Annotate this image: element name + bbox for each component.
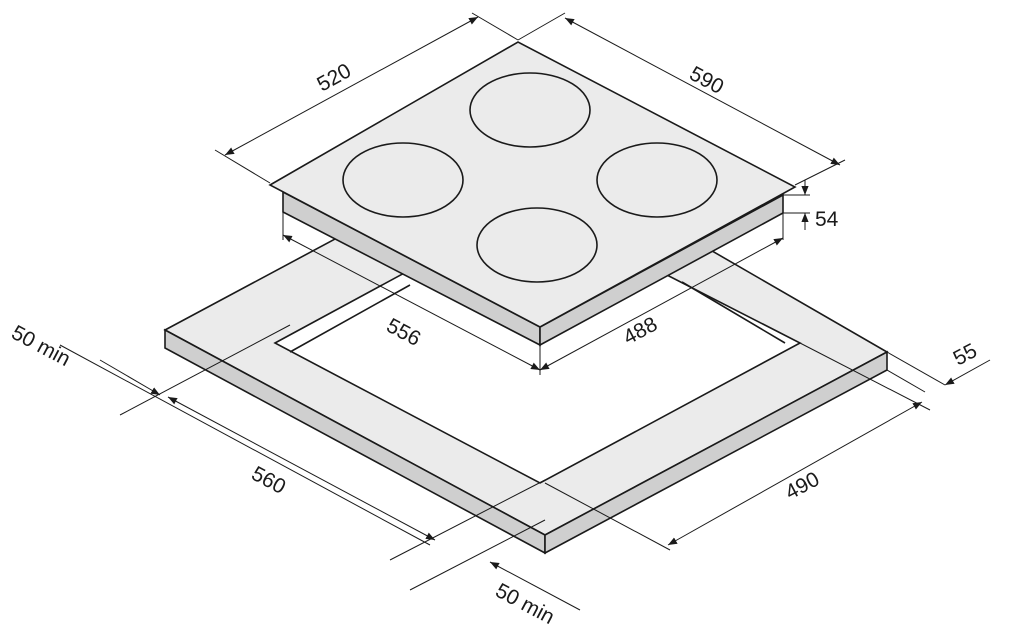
label-560: 560 bbox=[248, 462, 290, 499]
label-50-min-left: 50 min bbox=[8, 321, 74, 371]
label-556: 556 bbox=[383, 314, 425, 351]
dimension-lines bbox=[59, 12, 991, 611]
label-55: 55 bbox=[950, 339, 981, 370]
label-54: 54 bbox=[815, 208, 839, 231]
label-488: 488 bbox=[620, 313, 662, 350]
label-590: 590 bbox=[686, 62, 728, 99]
label-520: 520 bbox=[313, 59, 355, 96]
label-50-min-front: 50 min bbox=[492, 579, 558, 629]
label-490: 490 bbox=[782, 468, 824, 505]
